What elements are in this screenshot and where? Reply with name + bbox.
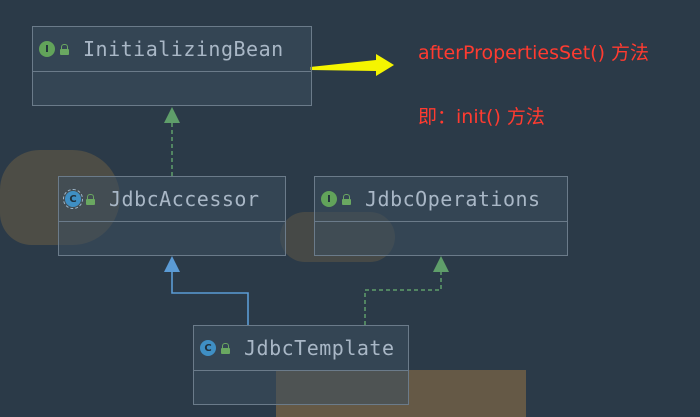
implements-arrowhead-operations <box>433 256 449 272</box>
edge-template-extends-accessor <box>171 272 249 325</box>
public-lock-icon <box>221 342 230 354</box>
yellow-arrow <box>310 54 394 76</box>
node-name: InitializingBean <box>83 37 284 61</box>
node-name: JdbcOperations <box>365 187 541 211</box>
edge-template-implements-operations <box>364 272 442 325</box>
abstract-class-icon: C <box>63 189 83 209</box>
public-lock-icon <box>60 43 69 55</box>
node-jdbc-accessor[interactable]: C JdbcAccessor <box>58 176 286 256</box>
node-name: JdbcTemplate <box>244 336 395 360</box>
interface-icon: I <box>321 191 337 207</box>
node-name: JdbcAccessor <box>109 187 260 211</box>
class-icon: C <box>200 340 216 356</box>
node-initializing-bean[interactable]: I InitializingBean <box>32 26 312 106</box>
public-lock-icon <box>342 193 351 205</box>
extends-arrowhead-accessor <box>164 256 180 272</box>
node-jdbc-template[interactable]: C JdbcTemplate <box>193 325 409 405</box>
node-jdbc-operations[interactable]: I JdbcOperations <box>314 176 568 256</box>
annotation-init-method: 即：init() 方法 <box>418 106 545 128</box>
implements-arrowhead-initializingbean <box>164 107 180 123</box>
annotation-after-properties-set: afterPropertiesSet() 方法 <box>418 42 650 64</box>
interface-icon: I <box>39 41 55 57</box>
public-lock-icon <box>86 193 95 205</box>
